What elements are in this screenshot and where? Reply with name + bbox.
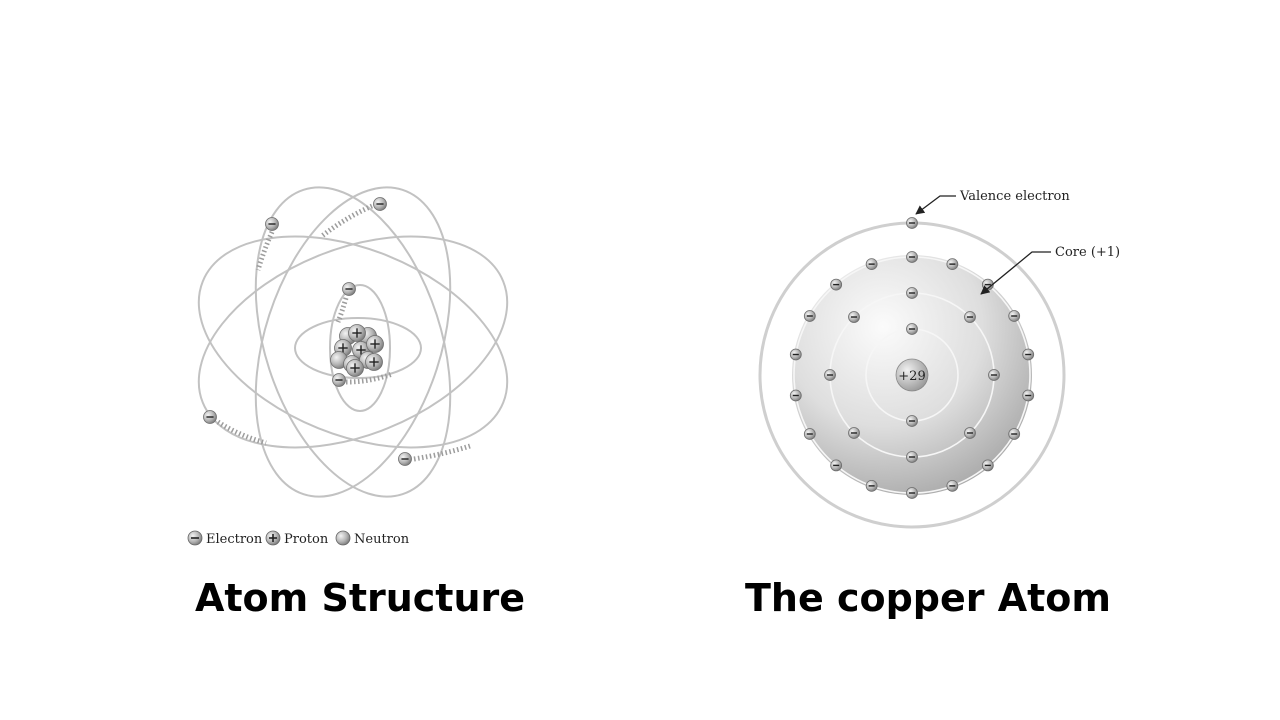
orbit-2: [197, 235, 509, 449]
copper-electron-14: [803, 310, 816, 322]
copper-electron-18: [830, 459, 843, 472]
copper-electron-5: [824, 369, 836, 381]
legend-label-proton: Proton: [284, 532, 329, 547]
core-leader-arrow: [980, 251, 1051, 295]
trail-1: [255, 230, 275, 271]
copper-electron-28: [946, 258, 959, 271]
valence-leader-arrow: [915, 195, 956, 215]
copper-electron-2: [906, 415, 918, 427]
nucleon-10: [346, 359, 364, 377]
copper-atom-diagram: +29 Valence electron Core (+1): [758, 189, 1120, 529]
legend: Electron Proton Neutron: [187, 530, 410, 547]
copper-electron-23: [1008, 428, 1021, 440]
neutron-icon: [335, 530, 351, 546]
copper-electron-26: [1008, 310, 1021, 322]
copper-electron-9: [988, 369, 1000, 381]
copper-electron-3: [906, 287, 918, 299]
electron-4: [332, 373, 346, 387]
copper-electrons: [789, 217, 1035, 499]
nucleon-3: [348, 324, 366, 342]
copper-electron-20: [906, 487, 918, 499]
copper-electron-11: [906, 251, 918, 263]
legend-neutron: Neutron: [335, 530, 410, 547]
inner-orbit-vertical: [329, 284, 391, 412]
inner-orbit-horizontal: [294, 317, 422, 379]
atom-structure-caption: Atom Structure: [194, 576, 526, 620]
atom-structure-diagram: Electron Proton Neutron: [187, 186, 509, 547]
legend-label-neutron: Neutron: [354, 532, 410, 547]
electron-2: [373, 197, 387, 211]
copper-electron-12: [865, 258, 878, 271]
nucleus: [330, 324, 384, 377]
trail-2: [320, 203, 374, 238]
copper-electron-6: [848, 427, 860, 439]
electron-6: [398, 452, 412, 466]
orbit-1: [197, 235, 509, 449]
core-annotation: Core (+1): [980, 245, 1120, 295]
copper-electron-17: [803, 428, 816, 440]
outer-orbits: [197, 186, 509, 498]
copper-electron-7: [906, 451, 918, 463]
valence-electron-label: Valence electron: [959, 189, 1070, 204]
valence-annotation: Valence electron: [915, 189, 1070, 215]
copper-electron-29: [906, 217, 918, 229]
copper-electron-21: [946, 479, 959, 492]
nucleon-11: [365, 353, 383, 371]
motion-trails: [216, 203, 471, 462]
legend-label-electron: Electron: [206, 532, 263, 547]
legend-electron: Electron: [187, 530, 263, 547]
copper-electron-10: [964, 311, 976, 323]
copper-electron-16: [789, 389, 802, 402]
electron-1: [265, 217, 279, 231]
copper-electron-24: [1022, 389, 1035, 402]
trail-4: [413, 443, 471, 462]
copper-electron-1: [906, 323, 918, 335]
copper-electron-15: [789, 348, 802, 361]
copper-electron-25: [1022, 348, 1035, 361]
electron-5: [203, 410, 217, 424]
copper-atom-caption: The copper Atom: [744, 576, 1112, 620]
left-electrons: [203, 197, 412, 466]
nucleus-charge-label: +29: [898, 369, 925, 384]
copper-nucleus: [895, 358, 929, 392]
copper-electron-13: [830, 278, 843, 291]
nucleon-6: [366, 335, 384, 353]
orbit-3: [254, 186, 452, 498]
copper-electron-4: [848, 311, 860, 323]
copper-electron-19: [865, 479, 878, 492]
legend-proton: Proton: [265, 530, 329, 547]
core-label: Core (+1): [1055, 245, 1120, 260]
copper-electron-8: [964, 427, 976, 439]
orbit-4: [254, 186, 452, 498]
copper-electron-22: [981, 459, 994, 472]
inner-orbits: [294, 284, 422, 412]
electron-3: [342, 282, 356, 296]
trail-3: [216, 419, 267, 446]
